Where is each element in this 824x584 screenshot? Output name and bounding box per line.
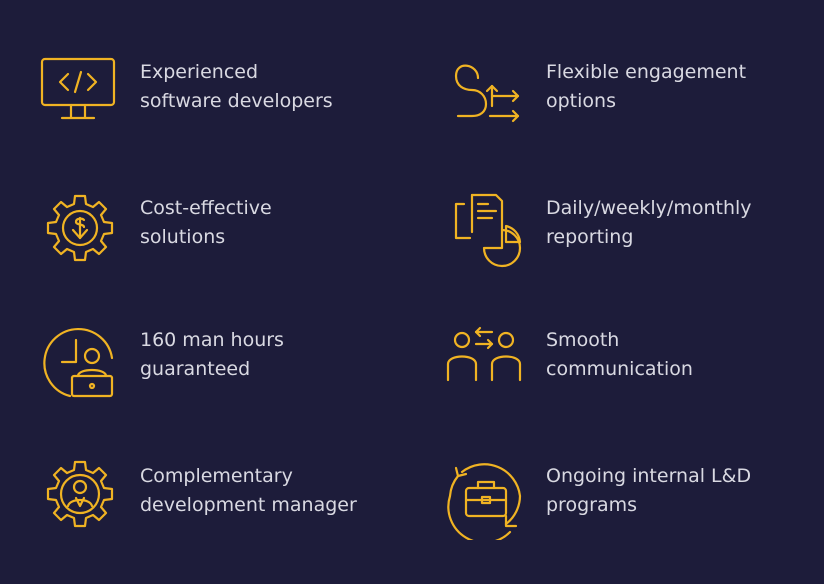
feature-label: Smooth communication [546,326,693,384]
feature-ld-programs: Ongoing internal L&D programs [446,460,824,550]
monitor-code-icon [40,56,120,136]
feature-label-line-2: software developers [140,90,333,112]
people-exchange-icon [446,324,526,404]
feature-label: 160 man hours guaranteed [140,326,284,384]
briefcase-cycle-icon [446,460,526,540]
feature-label-line-1: Complementary [140,465,293,487]
feature-label-line-2: programs [546,494,638,516]
feature-smooth-communication: Smooth communication [446,324,824,414]
feature-label-line-1: Flexible engagement [546,61,747,83]
feature-label: Flexible engagement options [546,58,746,116]
feature-label-line-1: 160 man hours [140,329,284,351]
report-chart-icon [446,192,526,272]
feature-cost-effective: Cost-effective solutions [40,192,420,282]
feature-label-line-2: communication [546,358,693,380]
feature-label-line-1: Daily/weekly/monthly [546,197,752,219]
feature-label: Complementary development manager [140,462,357,520]
feature-label-line-1: Smooth [546,329,620,351]
feature-man-hours: 160 man hours guaranteed [40,324,420,414]
feature-experienced-developers: Experienced software developers [40,56,420,146]
feature-label: Experienced software developers [140,58,333,116]
feature-label: Daily/weekly/monthly reporting [546,194,752,252]
feature-label: Ongoing internal L&D programs [546,462,751,520]
feature-label-line-1: Cost-effective [140,197,272,219]
flexible-arrows-icon [446,56,526,136]
feature-label-line-2: solutions [140,226,226,248]
clock-laptop-icon [40,324,120,404]
feature-label-line-2: development manager [140,494,357,516]
feature-flexible-engagement: Flexible engagement options [446,56,824,146]
feature-development-manager: Complementary development manager [40,460,420,550]
feature-label-line-2: reporting [546,226,634,248]
gear-dollar-icon [40,192,120,272]
feature-label-line-1: Experienced [140,61,259,83]
feature-label-line-2: guaranteed [140,358,251,380]
gear-person-icon [40,460,120,540]
feature-label-line-2: options [546,90,616,112]
feature-label-line-1: Ongoing internal L&D [546,465,752,487]
feature-reporting: Daily/weekly/monthly reporting [446,192,824,282]
feature-label: Cost-effective solutions [140,194,272,252]
